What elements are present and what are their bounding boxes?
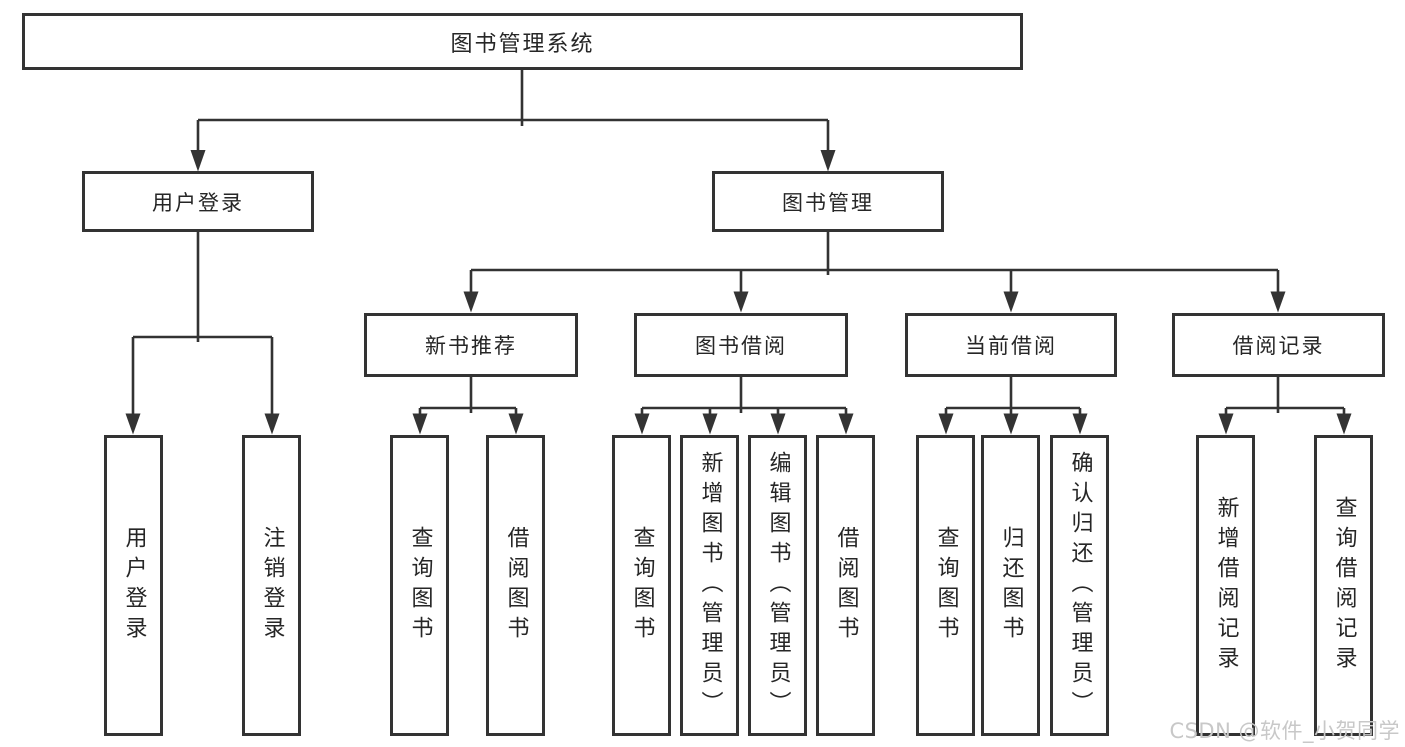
node-book-management: 图书管理 [712, 171, 944, 232]
node-new-book-recommend: 新书推荐 [364, 313, 578, 377]
csdn-watermark: CSDN @软件_小贺同学 [1169, 719, 1400, 743]
leaf-add-borrow-record: 新增借阅记录 [1196, 435, 1255, 736]
node-label: 当前借阅 [965, 334, 1057, 358]
connector-paths [131, 70, 1346, 414]
node-label: 图书借阅 [695, 334, 787, 358]
node-user-login: 用户登录 [82, 171, 314, 232]
node-book-borrow: 图书借阅 [634, 313, 848, 377]
leaf-user-login: 用户登录 [104, 435, 163, 736]
node-label: 查询借阅记录 [1331, 495, 1357, 676]
node-label: 借阅记录 [1232, 334, 1325, 358]
node-label: 用户登录 [152, 190, 244, 215]
arrowheads [125, 150, 1352, 435]
node-label: 查询图书 [933, 525, 959, 646]
leaf-query-borrow-record: 查询借阅记录 [1314, 435, 1373, 736]
leaf-add-books-admin: 新增图书（管理员） [680, 435, 739, 736]
node-label: 借阅图书 [833, 525, 859, 646]
node-label: 确认归还（管理员） [1067, 450, 1093, 721]
leaf-edit-books-admin: 编辑图书（管理员） [748, 435, 807, 736]
node-label: 编辑图书（管理员） [765, 450, 791, 721]
node-label: 新书推荐 [425, 334, 517, 358]
leaf-confirm-return-admin: 确认归还（管理员） [1050, 435, 1109, 736]
node-label: 借阅图书 [503, 525, 529, 646]
node-label: 归还图书 [998, 525, 1024, 646]
node-current-borrow: 当前借阅 [905, 313, 1117, 377]
node-label: 用户登录 [121, 525, 147, 646]
leaf-borrow-books-1: 借阅图书 [486, 435, 545, 736]
node-label: 查询图书 [629, 525, 655, 646]
node-label: 新增借阅记录 [1213, 495, 1239, 676]
node-label: 新增图书（管理员） [697, 450, 723, 721]
node-label: 图书管理系统 [450, 31, 595, 57]
leaf-logout: 注销登录 [242, 435, 301, 736]
leaf-query-books-1: 查询图书 [390, 435, 449, 736]
node-label: 查询图书 [407, 525, 433, 646]
node-label: 注销登录 [259, 525, 285, 646]
node-label: 图书管理 [782, 190, 874, 215]
leaf-query-books-2: 查询图书 [612, 435, 671, 736]
leaf-borrow-books-2: 借阅图书 [816, 435, 875, 736]
leaf-return-books: 归还图书 [981, 435, 1040, 736]
node-borrow-records: 借阅记录 [1172, 313, 1385, 377]
leaf-query-books-3: 查询图书 [916, 435, 975, 736]
node-root-library-system: 图书管理系统 [22, 13, 1023, 70]
